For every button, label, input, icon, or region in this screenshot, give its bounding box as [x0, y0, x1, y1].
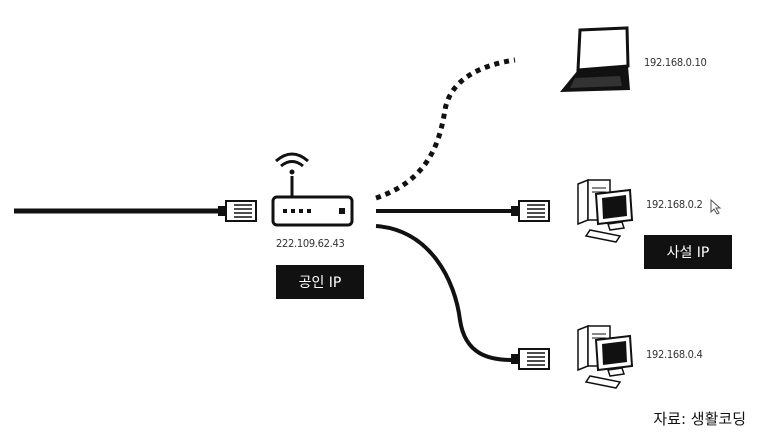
wireless-link — [375, 57, 516, 201]
private-ip-tag — [644, 235, 732, 269]
router-ip: 222.109.62.43 — [276, 237, 344, 250]
cursor-icon — [710, 198, 722, 215]
wan-connector-icon — [217, 200, 257, 222]
router-icon — [271, 152, 354, 227]
pc2-icon — [577, 325, 633, 389]
source-caption: 자료: 생활코딩 — [653, 410, 746, 428]
public-ip-tag — [276, 265, 364, 299]
laptop-ip: 192.168.0.10 — [644, 56, 706, 69]
public-ip-tag-label: 공인 IP — [299, 275, 342, 291]
pc2-connector-icon — [510, 348, 550, 370]
laptop-icon — [560, 26, 630, 92]
pc1-icon — [577, 179, 633, 243]
pc2-ip: 192.168.0.4 — [646, 348, 703, 361]
lan-cable-pc2 — [375, 224, 513, 362]
pc1-ip: 192.168.0.2 — [646, 198, 703, 211]
pc1-connector-icon — [510, 200, 550, 222]
private-ip-tag-label: 사설 IP — [667, 245, 710, 261]
